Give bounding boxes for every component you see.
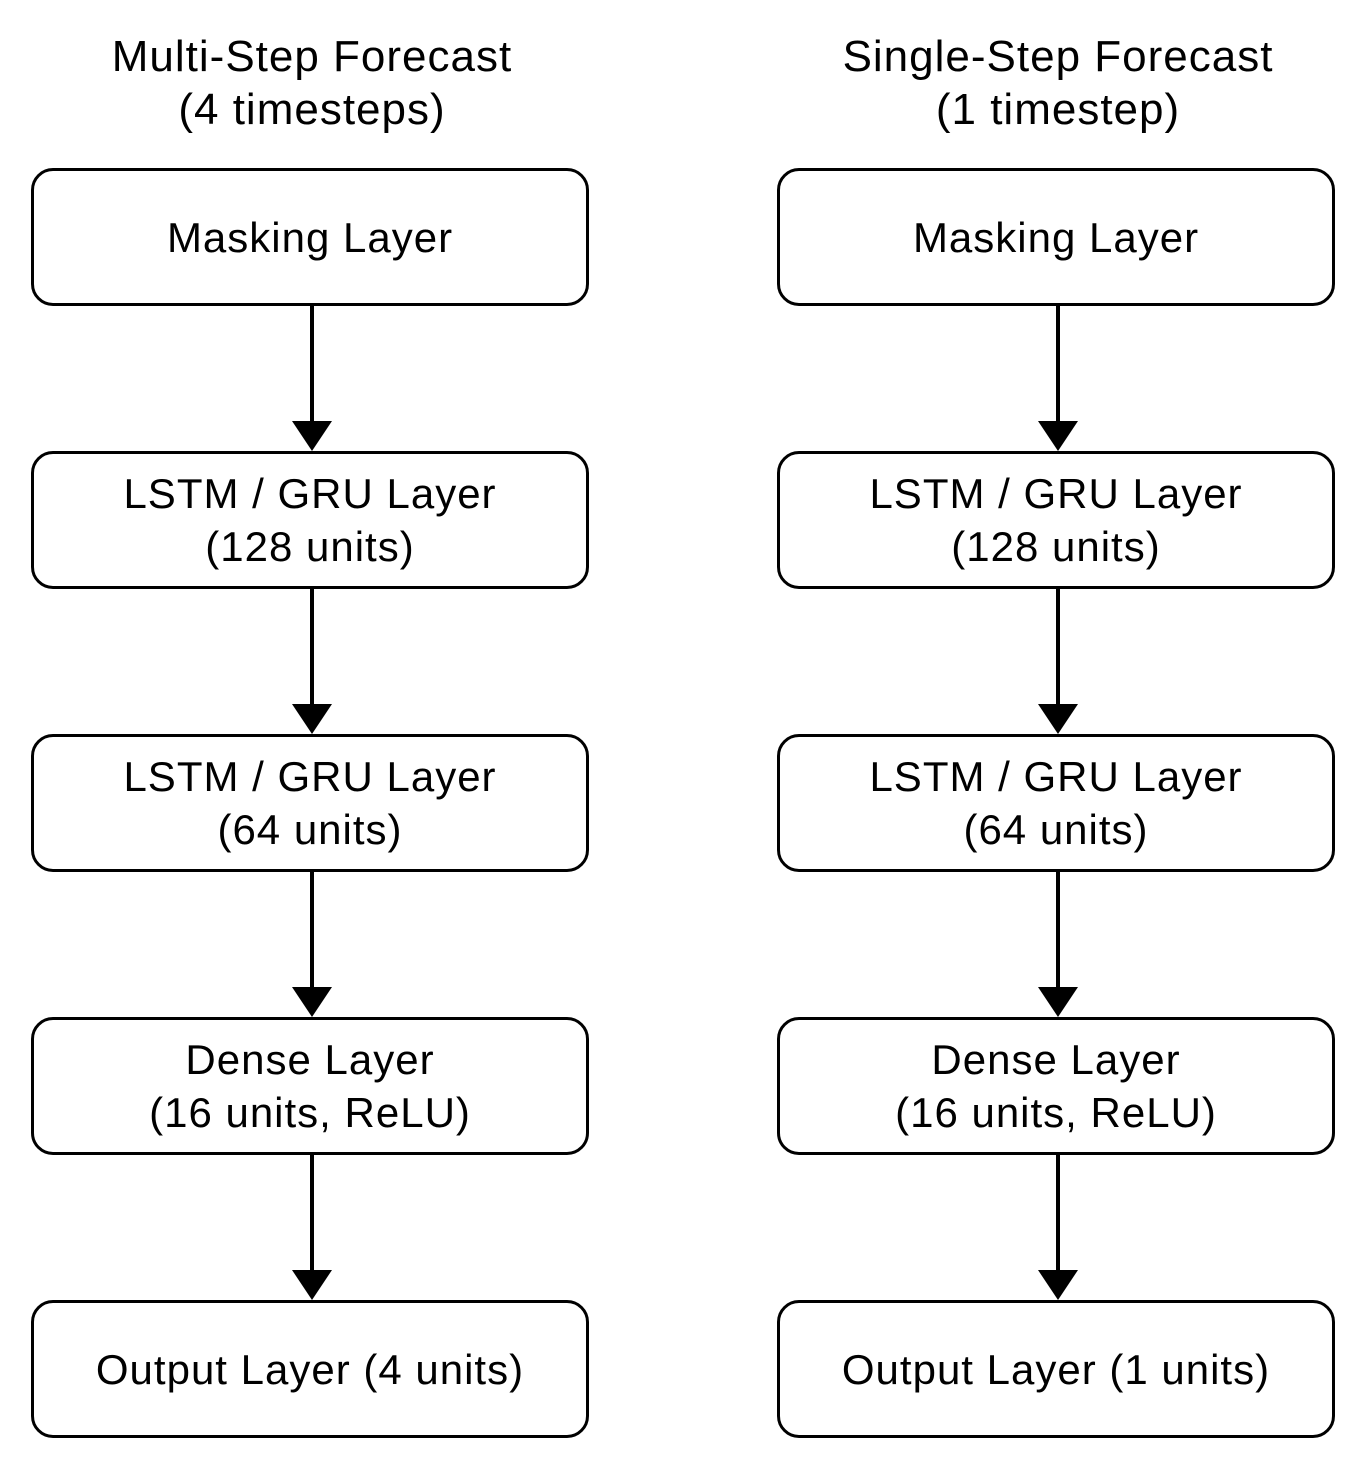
arrow-down-icon [292, 1155, 332, 1300]
layer-units: (128 units) [951, 523, 1161, 570]
layer-units: (16 units, ReLU) [149, 1089, 471, 1136]
masking-layer-box: Masking Layer [31, 168, 589, 306]
column-title-line2: (1 timestep) [935, 85, 1181, 134]
layer-units: (64 units) [963, 806, 1149, 853]
layer-label: Dense Layer [931, 1036, 1181, 1083]
arrow-down-icon [292, 872, 332, 1017]
column-title: Multi-Step Forecast (4 timesteps) [0, 30, 633, 136]
single-step-column: Single-Step Forecast (1 timestep) Maskin… [777, 0, 1339, 1477]
multi-step-column: Multi-Step Forecast (4 timesteps) Maskin… [31, 0, 593, 1477]
masking-layer-box: Masking Layer [777, 168, 1335, 306]
lstm-gru-layer-128-box: LSTM / GRU Layer (128 units) [777, 451, 1335, 589]
lstm-gru-layer-64-box: LSTM / GRU Layer (64 units) [777, 734, 1335, 872]
layer-label: LSTM / GRU Layer [869, 753, 1243, 800]
layer-label: Masking Layer [912, 213, 1200, 261]
output-layer-box: Output Layer (4 units) [31, 1300, 589, 1438]
dense-layer-box: Dense Layer (16 units, ReLU) [31, 1017, 589, 1155]
column-title-line1: Single-Step Forecast [842, 32, 1274, 81]
arrow-down-icon [1038, 306, 1078, 451]
layer-label: Output Layer (1 units) [841, 1345, 1271, 1393]
layer-units: (128 units) [205, 523, 415, 570]
layer-label: Output Layer (4 units) [95, 1345, 525, 1393]
lstm-gru-layer-128-box: LSTM / GRU Layer (128 units) [31, 451, 589, 589]
arrow-down-icon [1038, 589, 1078, 734]
column-title: Single-Step Forecast (1 timestep) [737, 30, 1364, 136]
lstm-gru-layer-64-box: LSTM / GRU Layer (64 units) [31, 734, 589, 872]
layer-units: (16 units, ReLU) [895, 1089, 1217, 1136]
dense-layer-box: Dense Layer (16 units, ReLU) [777, 1017, 1335, 1155]
arrow-down-icon [292, 306, 332, 451]
layer-label: Masking Layer [166, 213, 454, 261]
layer-units: (64 units) [217, 806, 403, 853]
arrow-down-icon [1038, 872, 1078, 1017]
output-layer-box: Output Layer (1 units) [777, 1300, 1335, 1438]
layer-label: LSTM / GRU Layer [123, 753, 497, 800]
arrow-down-icon [292, 589, 332, 734]
column-title-line2: (4 timesteps) [178, 85, 446, 134]
layer-label: LSTM / GRU Layer [869, 470, 1243, 517]
layer-label: LSTM / GRU Layer [123, 470, 497, 517]
layer-label: Dense Layer [185, 1036, 435, 1083]
column-title-line1: Multi-Step Forecast [111, 32, 513, 81]
arrow-down-icon [1038, 1155, 1078, 1300]
